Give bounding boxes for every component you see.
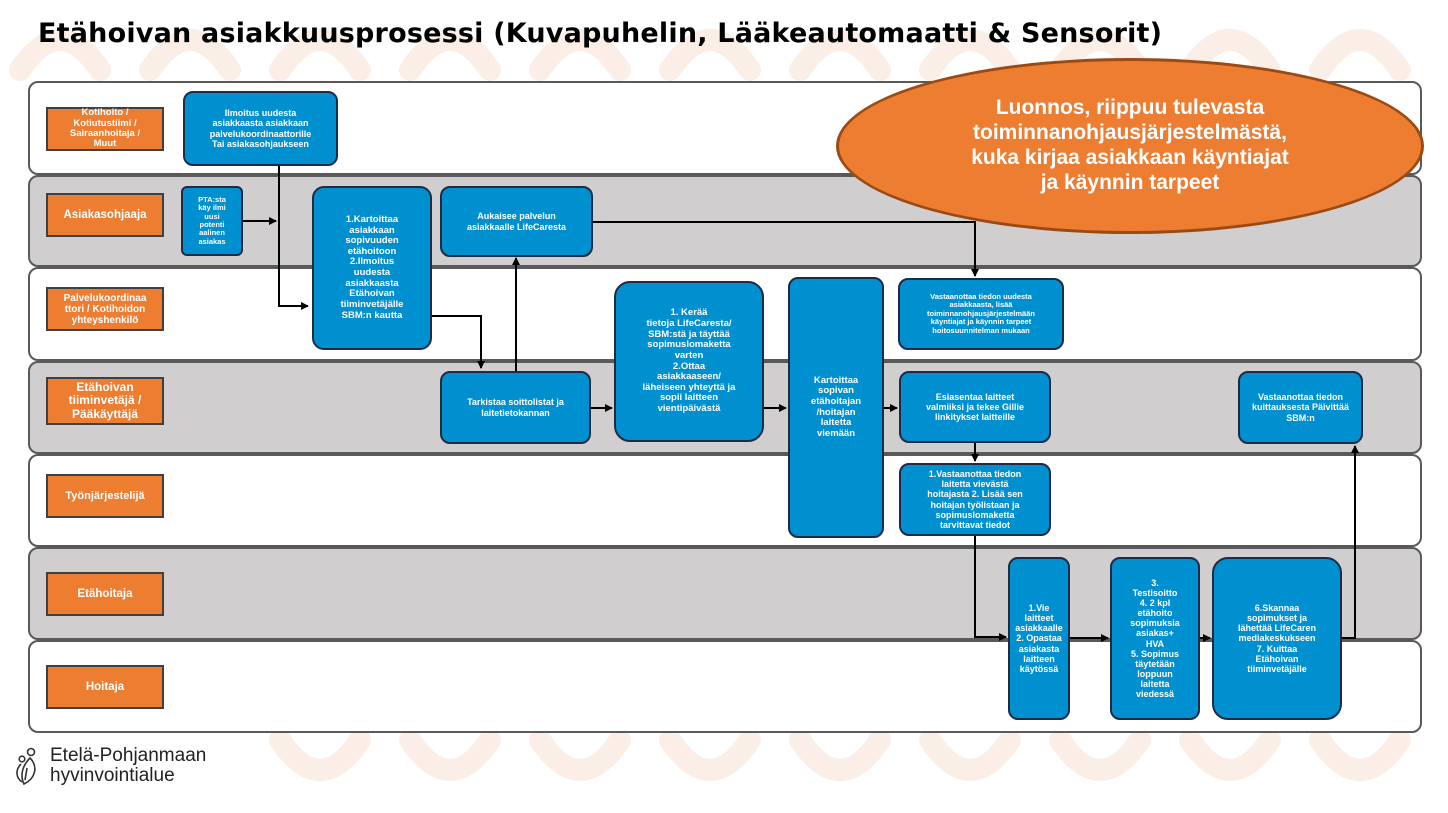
lane-label-kotihoito: Kotihoito / Kotiutustiimi / Sairaanhoita… — [46, 107, 164, 151]
step-skannaa: 6.Skannaa sopimukset ja lähettää LifeCar… — [1212, 557, 1342, 720]
logo-line-1: Etelä-Pohjanmaan — [50, 745, 207, 767]
step-kartoittaa-hoitajan: Kartoittaa sopivan etähoitajan /hoitajan… — [788, 277, 884, 538]
logo-line-2: hyvinvointialue — [50, 765, 175, 786]
step-tarkistaa: Tarkistaa soittolistat ja laitetietokann… — [440, 371, 591, 444]
draft-note-oval: Luonnos, riippuu tulevasta toiminnanohja… — [836, 58, 1424, 234]
page-title: Etähoivan asiakkuusprosessi (Kuvapuhelin… — [38, 18, 1163, 49]
step-pta: PTA:sta käy ilmi uusi potenti aalinen as… — [181, 186, 243, 256]
step-vastaanottaa-viejasta: 1.Vastaanottaa tiedon laitetta vievästä … — [899, 463, 1051, 536]
organization-logo: Etelä-Pohjanmaan hyvinvointialue — [12, 746, 206, 786]
step-vastaanottaa-tiedon: Vastaanottaa tiedon uudesta asiakkaasta,… — [898, 278, 1064, 350]
lane-label-asiakasohjaaja: Asiakasohjaaja — [46, 193, 164, 237]
lane-label-etahoitaja: Etähoitaja — [46, 572, 164, 616]
lane-label-tiiminvetaja: Etähoivan tiiminvetäjä / Pääkäyttäjä — [46, 377, 164, 425]
leaf-people-icon — [16, 747, 36, 786]
step-ilmoitus: Ilmoitus uudesta asiakkaasta asiakkaan p… — [183, 91, 338, 166]
lane-label-palvelukoordinaattori: Palvelukoordinaa ttori / Kotihoidon yhte… — [46, 287, 164, 331]
step-kuittaus: Vastaanottaa tiedon kuittauksesta Päivit… — [1238, 371, 1363, 444]
step-kartoittaa: 1.Kartoittaa asiakkaan sopivuuden etähoi… — [312, 186, 432, 350]
lane-tyonjarjestelija — [28, 454, 1422, 547]
lane-label-hoitaja: Hoitaja — [46, 665, 164, 709]
step-vie: 1.Vie laitteet asiakkaalle 2. Opastaa as… — [1008, 557, 1070, 720]
lane-label-tyonjarjestelija: Työnjärjestelijä — [46, 474, 164, 518]
step-esiasentaa: Esiasentaa laitteet valmiiksi ja tekee G… — [899, 371, 1051, 443]
step-testisoitto: 3. Testisoitto 4. 2 kpl etähoito sopimuk… — [1110, 557, 1200, 720]
step-keraa: 1. Kerää tietoja LifeCaresta/ SBM:stä ja… — [614, 281, 764, 442]
step-aukaisee: Aukaisee palvelun asiakkaalle LifeCarest… — [440, 186, 593, 257]
